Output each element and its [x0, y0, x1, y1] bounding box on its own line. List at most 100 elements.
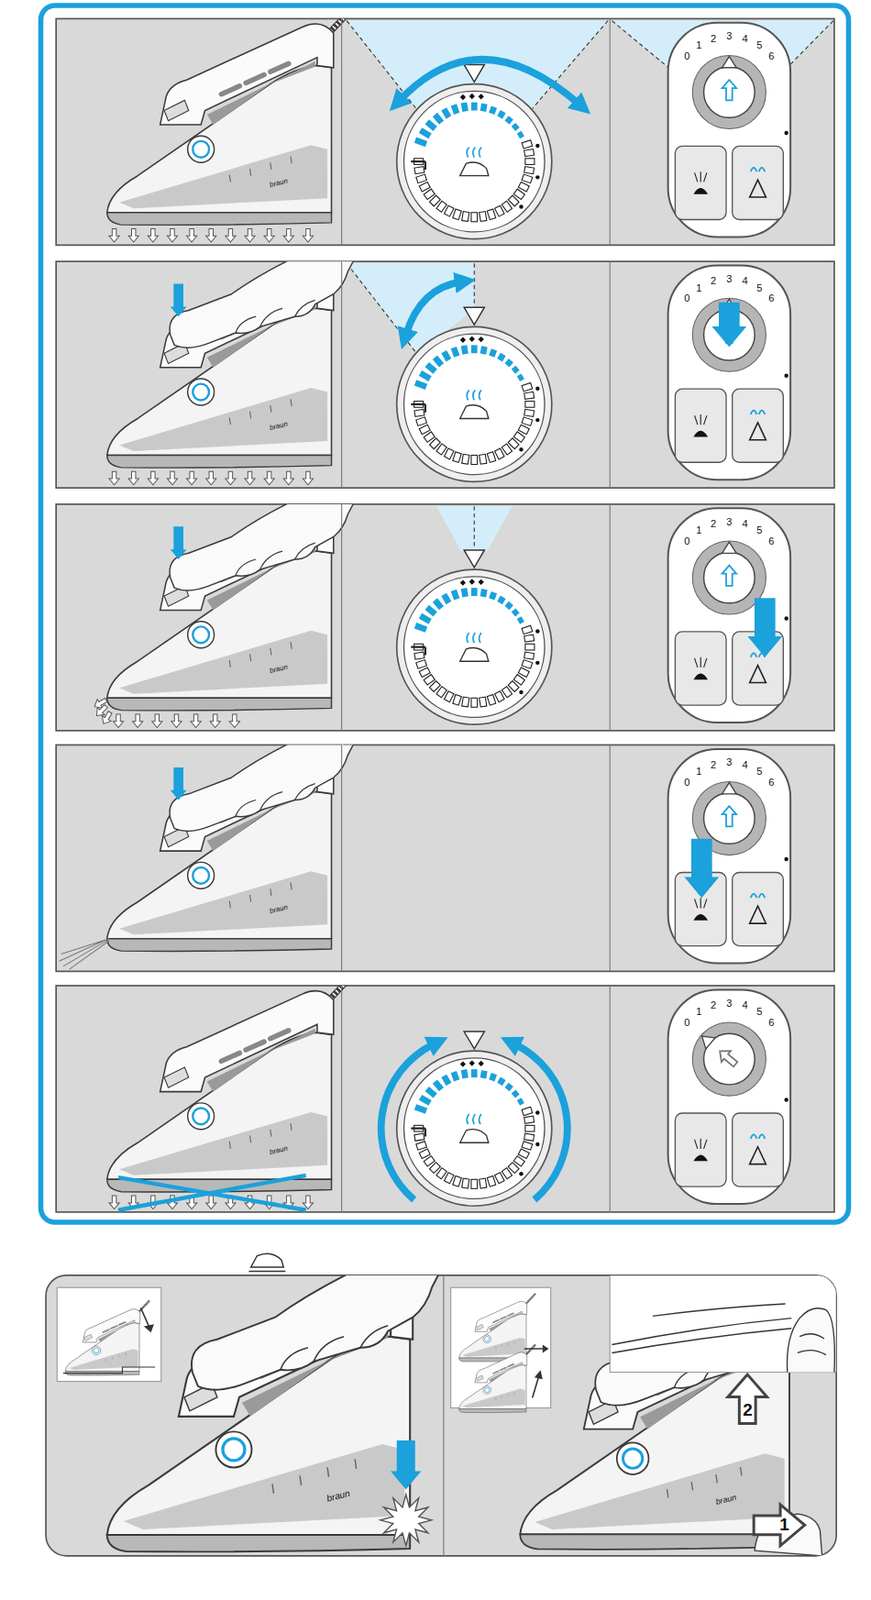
steam-arrow: [283, 471, 294, 485]
steam-arrow-shape: [109, 471, 120, 485]
dot-symbol: [518, 447, 523, 452]
steam-arrow: [302, 471, 313, 485]
steam-arrow: [171, 714, 182, 728]
iron-dial-scale: [485, 1387, 490, 1392]
press-arrow: [711, 302, 747, 348]
scale-tick: [471, 1179, 478, 1189]
iron-soleplate: [107, 212, 332, 226]
scale-tick: [524, 391, 535, 399]
spray-button: [674, 388, 727, 463]
dot-symbol: [460, 579, 466, 585]
column-divider: [341, 504, 611, 731]
steam-arrow: [166, 229, 177, 243]
steam-arrow-shape: [187, 471, 198, 485]
scale-tick: [486, 452, 496, 464]
shot-button: [732, 871, 784, 946]
steam-arrow-shape: [99, 709, 115, 727]
steam-arrow: [152, 714, 163, 728]
scale-tick-blue: [418, 127, 432, 139]
dot-symbol: [535, 418, 540, 422]
scale-tick: [418, 1148, 430, 1158]
steam-arrow: [264, 471, 275, 485]
iron-soleplate: [107, 697, 332, 711]
steam-arrow-shape: [302, 1195, 313, 1209]
steam-arrow: [190, 714, 201, 728]
scale-tick: [524, 1115, 535, 1124]
dial-number: 0: [683, 51, 690, 63]
iron-dial-scale: [192, 626, 210, 643]
scale-tick-blue: [441, 107, 452, 119]
scale-tick-blue: [432, 355, 444, 368]
dial-ring: [396, 84, 552, 240]
iron-front-button: [84, 1334, 93, 1341]
scale-tick-blue: [488, 1072, 497, 1082]
iron-tank: [119, 1112, 328, 1176]
row-content: [107, 18, 834, 243]
shot-icon: [749, 1146, 767, 1165]
scale-tick: [518, 181, 530, 191]
spray-icon-base: [693, 1155, 708, 1162]
iron-soleplate: [519, 1533, 790, 1549]
iron-handle: [474, 1352, 528, 1383]
hand-fingers: [235, 542, 316, 576]
iron-tank: [463, 1337, 526, 1357]
steam-arrow: [187, 229, 198, 243]
dial-number: 6: [768, 51, 774, 63]
scale-tick: [518, 667, 530, 677]
scale-tick-blue: [414, 622, 428, 633]
iron-dial-scale: [192, 141, 210, 158]
scale-tick: [444, 205, 454, 217]
index-marker: [463, 64, 485, 82]
scale-tick-blue: [451, 1070, 461, 1082]
steam-arrow-shape: [109, 229, 120, 243]
row-panel: [55, 985, 835, 1213]
iron-figure: [107, 985, 363, 1192]
control-panel: [668, 989, 791, 1204]
scale-tick-blue: [511, 122, 520, 132]
scale-tick: [479, 453, 487, 464]
inset-arrow-head: [534, 1369, 543, 1379]
dial-number: 2: [710, 760, 717, 772]
dial-number: 3: [726, 998, 732, 1010]
scale-tick: [513, 431, 525, 442]
detail-box: [609, 1275, 837, 1373]
dot-symbol: [469, 1059, 475, 1066]
row-panel: [55, 18, 835, 245]
scale-tick: [444, 691, 454, 703]
scale-tick: [452, 452, 462, 464]
steam-symbol: [722, 79, 738, 100]
dial-number: 2: [710, 275, 717, 287]
scale-tick: [521, 660, 533, 669]
steam-arrow-shape: [206, 1195, 217, 1209]
hand-fingers: [235, 783, 316, 817]
steam-arrow-shape: [152, 714, 163, 728]
detail-hand: [787, 1308, 836, 1373]
dial-number: 3: [726, 517, 732, 529]
scale-tick: [513, 188, 525, 199]
scale-tick-blue: [504, 601, 513, 610]
dot-symbol: [469, 93, 475, 100]
dot-symbol: [478, 93, 485, 100]
scale-tick-blue: [471, 1069, 478, 1078]
scale-tick: [444, 448, 454, 460]
dial-number: 3: [726, 274, 732, 286]
steam-symbol-shape: [722, 79, 738, 100]
steam-arrow: [109, 471, 120, 485]
callout-arrow-outline: [753, 1504, 805, 1546]
range-arrow: [406, 281, 462, 335]
scale-tick-blue: [511, 1089, 520, 1098]
iron-icon: [460, 1129, 489, 1144]
knob-ring: [692, 297, 766, 372]
steam-icon: [466, 389, 482, 400]
scale-tick: [418, 181, 430, 191]
spray-button: [674, 631, 727, 706]
iron-dial: [187, 861, 215, 889]
dial-number: 4: [742, 760, 749, 772]
scale-tick-blue: [414, 137, 428, 148]
iron-icon: [460, 647, 489, 662]
inset-arrow-head: [143, 1323, 155, 1333]
scale-tick: [524, 651, 535, 660]
scale-tick: [479, 1178, 487, 1189]
iron-figure: [459, 1345, 536, 1413]
